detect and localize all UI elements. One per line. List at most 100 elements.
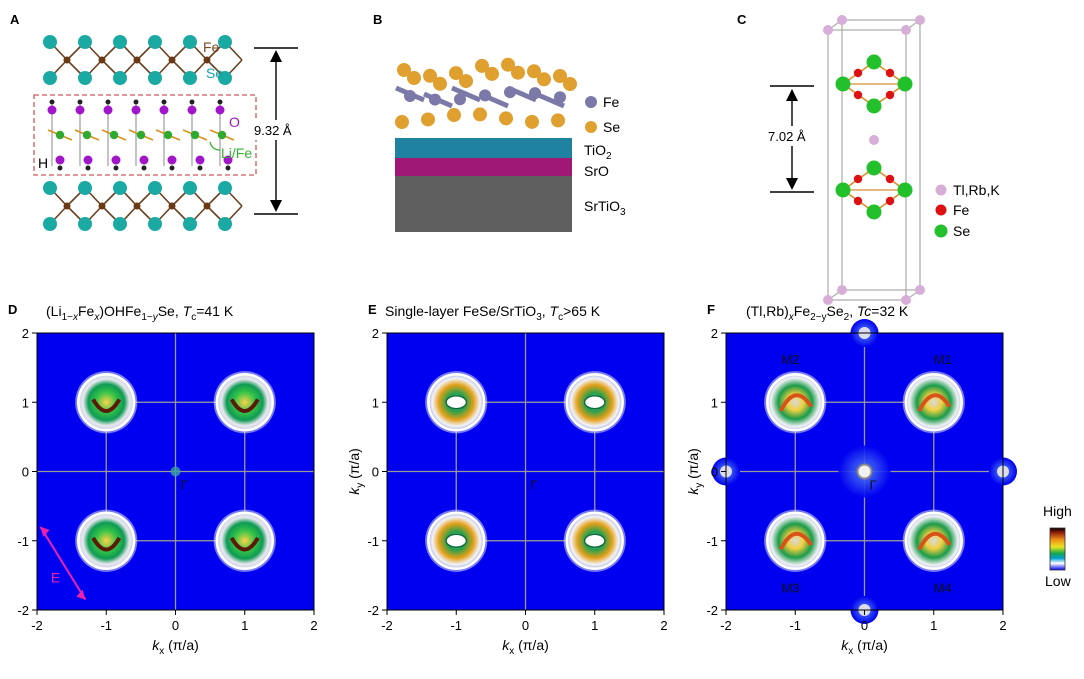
- pocket-rim: [766, 511, 825, 570]
- zone-square: [105, 401, 246, 542]
- fe-atom: [479, 89, 491, 102]
- y-tick-label: -1: [17, 534, 29, 549]
- plot-frame: [386, 332, 665, 611]
- fermi-pocket: [904, 373, 963, 432]
- label-o: O: [229, 114, 240, 130]
- o-atom: [139, 155, 149, 165]
- li-fe-atom: [82, 130, 92, 140]
- x-tick-label: 0: [522, 618, 529, 633]
- se-atom: [485, 66, 499, 81]
- m-point-label: M2: [781, 352, 799, 367]
- y-tick-label: -2: [17, 603, 29, 618]
- label-srtio3: SrTiO3: [584, 198, 626, 218]
- title-d: (Li1−xFex)OHFe1−ySe, Tc=41 K: [46, 303, 234, 323]
- fe-atom: [853, 174, 863, 184]
- dim-arrowhead-up-c: [786, 89, 798, 101]
- x-tick-label: 2: [660, 618, 667, 633]
- o-atom: [55, 155, 65, 165]
- se-atom: [43, 71, 57, 85]
- dimension-label-a: 9.32 Å: [254, 123, 292, 138]
- x-tick-label: -1: [100, 618, 112, 633]
- label-fe: Fe: [203, 39, 220, 55]
- h-atom: [57, 165, 63, 171]
- x-tick-label: -2: [31, 618, 43, 633]
- o-atom: [111, 155, 121, 165]
- m-point-label: M1: [934, 352, 952, 367]
- li-fe-atom: [190, 130, 200, 140]
- se-atom: [183, 181, 197, 195]
- y-tick-label: 2: [22, 326, 29, 341]
- direction-arrowhead: [40, 526, 50, 537]
- li-fe-atom: [217, 130, 227, 140]
- label-sro: SrO: [584, 163, 609, 179]
- se-atom: [218, 181, 232, 195]
- plot-frame: [725, 332, 1004, 611]
- o-atom: [223, 155, 233, 165]
- se-atom: [511, 65, 525, 80]
- o-atom: [195, 155, 205, 165]
- se-atom: [397, 63, 411, 77]
- direction-arrowhead: [76, 589, 86, 600]
- x-tick-label: -1: [789, 618, 801, 633]
- fe-atom: [63, 202, 71, 210]
- fe-atom: [168, 56, 176, 64]
- h-atom: [189, 99, 195, 105]
- se-atom: [78, 217, 92, 231]
- legend-fe-dot-c: [935, 204, 947, 216]
- panel-letter-d: D: [8, 302, 17, 317]
- fermi-pocket: [766, 511, 825, 570]
- o-atom: [215, 105, 225, 115]
- fe-atom: [504, 86, 516, 99]
- se-atom: [148, 71, 162, 85]
- pocket-intensity: [229, 398, 260, 413]
- pocket-rim: [766, 373, 825, 432]
- pocket-core: [583, 533, 606, 548]
- h-atom: [141, 165, 147, 171]
- x-tick-label: 0: [861, 618, 868, 633]
- fe-atom: [853, 90, 863, 100]
- layer-srtio3: [395, 176, 572, 232]
- se-atom: [78, 181, 92, 195]
- o-atom: [83, 155, 93, 165]
- se-atom: [78, 71, 92, 85]
- x-tick-label: 0: [172, 618, 179, 633]
- gamma-label: Γ: [181, 478, 188, 493]
- y-tick-label: -1: [367, 534, 379, 549]
- x-tick-label: -1: [450, 618, 462, 633]
- tlrbk-atom: [837, 15, 847, 25]
- gamma-pocket: [170, 466, 181, 477]
- y-tick-label: -2: [367, 603, 379, 618]
- se-atom: [897, 182, 913, 198]
- y-tick-label: 1: [372, 395, 379, 410]
- x-tick-label: 2: [999, 618, 1006, 633]
- x-axis-label: kx (π/a): [502, 637, 549, 657]
- panel-letter-a: A: [10, 12, 20, 27]
- se-atom: [551, 113, 565, 128]
- fe-atom: [885, 68, 895, 78]
- se-atom: [218, 35, 232, 49]
- label-tio2: TiO2: [584, 142, 612, 162]
- se-atom: [459, 74, 473, 89]
- pocket-intensity: [917, 531, 952, 551]
- legend-fe-dot: [585, 96, 597, 108]
- fe-atom: [554, 91, 566, 104]
- se-atom: [113, 35, 127, 49]
- h-atom: [113, 165, 119, 171]
- se-atom: [433, 76, 447, 91]
- label-li-fe: Li/Fe: [221, 145, 252, 161]
- li-fe-atom: [55, 130, 65, 140]
- panel-f-fermi-map: F (Tl,Rb)xFe2−ySe2, Tc=32 K Γ-2-2-1-1001…: [685, 302, 1072, 657]
- se-atom: [43, 181, 57, 195]
- pocket-rim: [215, 511, 274, 570]
- panel-c-structure: C 7.02 Å Tl,Rb,K Fe Se: [737, 12, 1000, 305]
- h-atom: [133, 99, 139, 105]
- zone-square: [794, 401, 935, 542]
- fe-atom: [98, 202, 106, 210]
- pocket-rim: [215, 373, 274, 432]
- legend-tlrbk-dot: [935, 184, 947, 196]
- fese-layer-top: [43, 35, 243, 85]
- h-atom: [225, 165, 231, 171]
- o-atom: [159, 105, 169, 115]
